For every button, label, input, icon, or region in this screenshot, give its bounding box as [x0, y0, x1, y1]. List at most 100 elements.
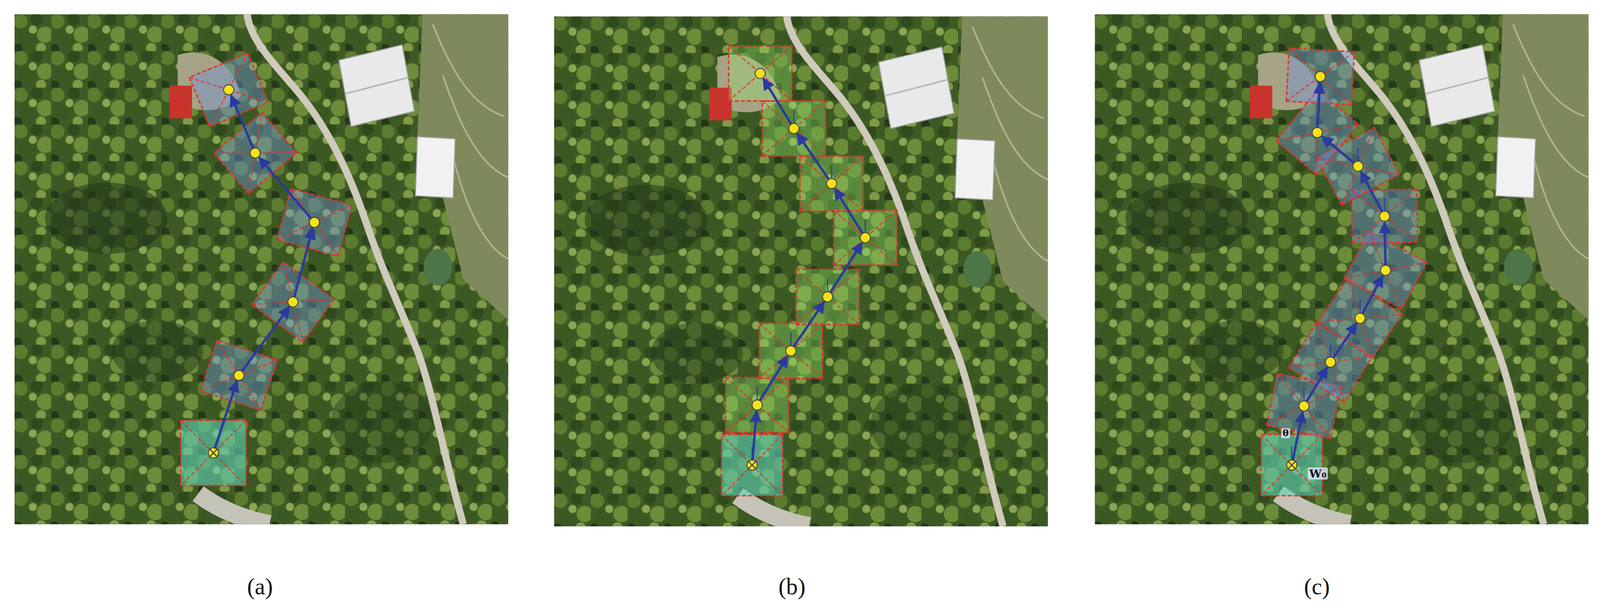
flight-arrow	[1384, 222, 1386, 265]
waypoint	[826, 178, 837, 189]
flight-arrow	[1360, 171, 1382, 213]
aerial-photo	[554, 16, 1048, 527]
footprint-diagonal	[725, 377, 789, 433]
waypoint	[208, 84, 320, 458]
camera-footprint	[728, 45, 792, 101]
start-footprint	[1260, 434, 1323, 497]
footprint-diagonal	[200, 340, 278, 411]
waypoint	[233, 370, 244, 381]
footprint-diagonal	[1266, 373, 1342, 439]
start-footprint	[1260, 434, 1323, 497]
flight-arrow	[752, 411, 757, 460]
waypoint	[1312, 127, 1323, 138]
flight-arrow	[1292, 412, 1303, 461]
flight-arrow	[797, 133, 829, 180]
aerial-photo	[1094, 14, 1589, 525]
footprint-diagonal	[1266, 48, 1427, 439]
footprint-diagonal	[1260, 434, 1323, 497]
waypoint	[223, 84, 234, 95]
flight-arrow	[763, 78, 791, 124]
waypoint	[755, 68, 766, 79]
waypoint	[785, 345, 796, 356]
camera-footprint	[795, 269, 860, 325]
heading-tick	[1291, 114, 1386, 466]
camera-footprint	[725, 45, 897, 433]
path-overlay	[1260, 48, 1427, 496]
waypoint	[1298, 401, 1309, 412]
flight-arrow	[215, 381, 238, 449]
footprint-diagonal	[189, 52, 353, 411]
panel-label: (c)	[1303, 575, 1330, 599]
waypoint	[859, 232, 871, 243]
waypoint	[747, 459, 758, 471]
waypoint	[208, 447, 219, 458]
footprint-diagonal	[1316, 127, 1400, 206]
flight-arrow	[1333, 323, 1357, 359]
footprint-diagonal	[1260, 434, 1323, 497]
footprint-diagonal	[251, 261, 335, 343]
flight-arrow	[294, 228, 313, 297]
flight-arrow	[231, 95, 254, 149]
path-overlay	[180, 52, 353, 486]
flight-arrow	[830, 242, 862, 293]
flight-arrow	[215, 95, 313, 448]
footprint-diagonal	[214, 112, 297, 194]
footprint-diagonal	[277, 188, 353, 256]
footprint-diagonal	[795, 269, 860, 325]
flight-arrow	[1362, 275, 1383, 314]
waypoint	[788, 123, 799, 134]
start-footprint	[721, 434, 783, 497]
start-footprint	[180, 420, 247, 486]
waypoint	[1286, 71, 1391, 471]
footprint-diagonal	[721, 434, 783, 497]
footprint-diagonal	[189, 52, 269, 127]
waypoint	[1380, 265, 1391, 276]
camera-footprint	[251, 261, 335, 343]
camera-footprint	[1266, 48, 1427, 439]
waypoint	[1325, 357, 1336, 368]
camera-footprint	[759, 323, 823, 379]
flight-arrow	[241, 306, 290, 372]
flight-arrow	[1317, 82, 1320, 128]
waypoint	[1286, 459, 1297, 471]
waypoint	[1315, 71, 1326, 82]
start-footprint	[721, 434, 783, 497]
waypoint	[309, 217, 320, 228]
aerial-photo	[554, 16, 1048, 527]
footprint-diagonal	[800, 156, 864, 212]
footprint-diagonal	[833, 210, 898, 265]
panel-label: (b)	[778, 575, 806, 599]
footprint-diagonal	[762, 100, 826, 156]
flight-arrow	[1292, 82, 1386, 460]
camera-footprint	[277, 188, 353, 256]
footprint-diagonal	[721, 434, 783, 497]
aerial-photo	[14, 14, 509, 525]
camera-footprint	[800, 156, 864, 212]
footprint-diagonal	[725, 45, 897, 433]
panel-label: (a)	[246, 575, 273, 599]
camera-footprint	[189, 52, 353, 411]
waypoint	[287, 296, 298, 307]
flight-arrow	[752, 78, 863, 460]
heading-tick	[752, 110, 866, 466]
symbol-label: θ	[1281, 428, 1291, 439]
waypoint	[250, 148, 261, 159]
footprint-diagonal	[1288, 322, 1372, 402]
footprint-diagonal	[180, 420, 247, 486]
flight-arrow	[1321, 136, 1355, 164]
waypoint	[1355, 313, 1366, 324]
flight-arrow	[1306, 367, 1328, 402]
waypoint	[1379, 211, 1390, 222]
footprint-diagonal	[1276, 90, 1359, 175]
footprint-diagonal	[759, 323, 823, 379]
waypoint	[747, 68, 871, 471]
camera-footprint	[833, 210, 898, 265]
start-mark	[748, 461, 756, 469]
waypoint	[1353, 161, 1364, 172]
flight-arrow	[834, 188, 863, 234]
flight-arrow	[759, 356, 788, 401]
camera-footprint	[725, 377, 789, 433]
footprint-diagonal	[728, 45, 792, 101]
start-mark	[210, 449, 218, 457]
